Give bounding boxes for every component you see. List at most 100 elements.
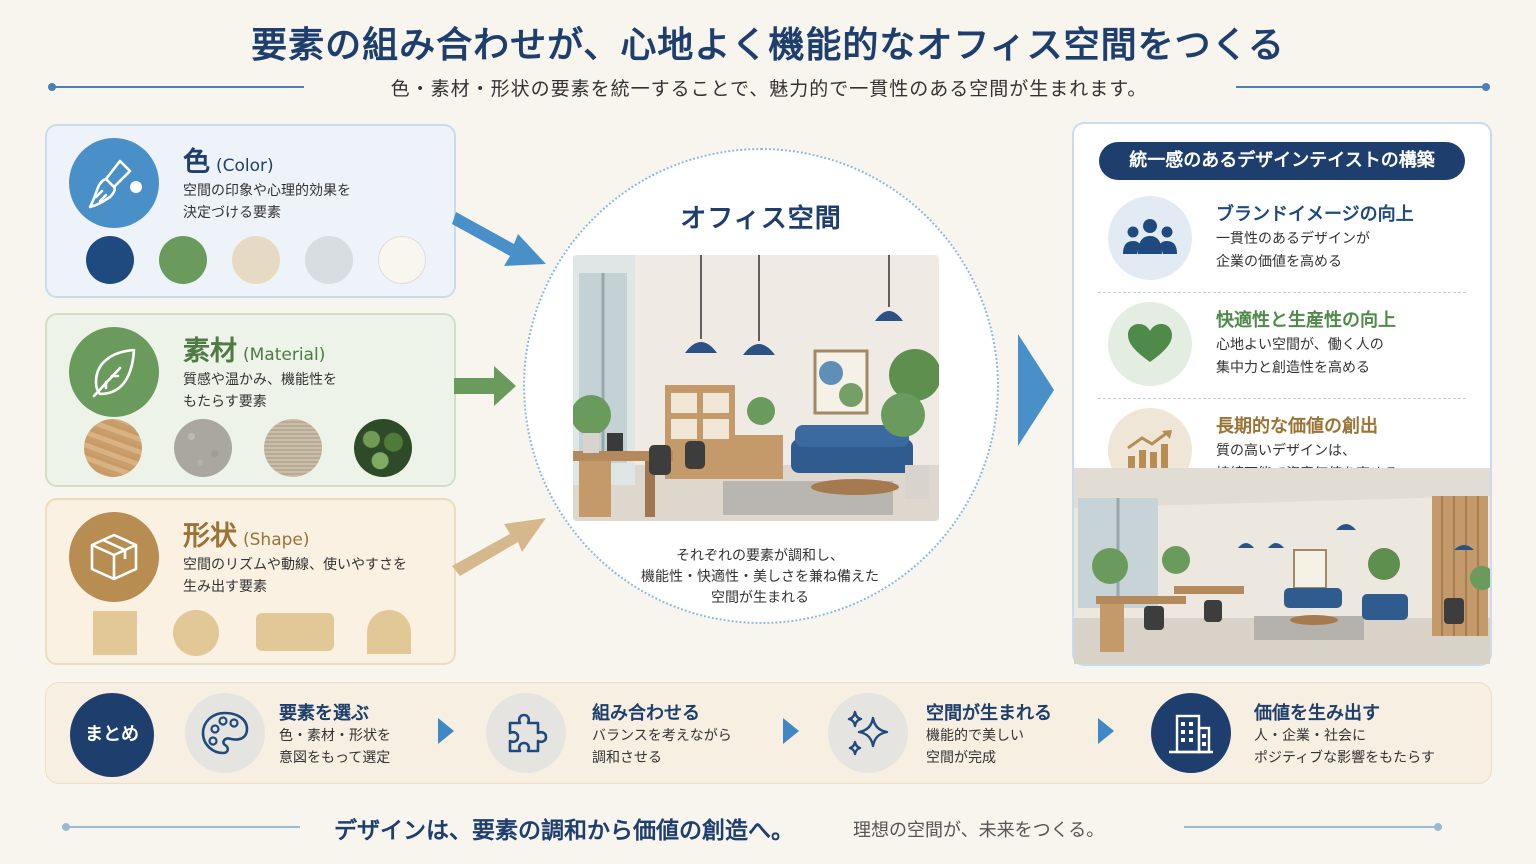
divider-dot [1434,823,1442,831]
element-description: 質感や温かみ、機能性を もたらす要素 [183,369,443,413]
benefit-separator [1098,292,1466,293]
sparkle-icon [828,693,908,773]
element-title: 形状 (Shape) [183,514,310,553]
footer-subtagline: 理想の空間が、未来をつくる。 [853,820,1105,841]
step-description: 人・企業・社会に ポジティブな影響をもたらす [1254,725,1435,769]
desc-line: 色・素材・形状を [279,728,391,744]
desc-line: 決定づける要素 [183,205,281,221]
element-title: 素材 (Material) [183,329,325,368]
page-title: 要素の組み合わせが、心地よく機能的なオフィス空間をつくる [251,25,1285,66]
people-icon [1108,196,1192,280]
color-swatch-white [378,236,426,284]
desc-line: 一貫性のあるデザインが [1216,231,1370,247]
material-swatch-plants [354,419,412,477]
divider-line [1236,86,1486,88]
desc-line: 機能的で美しい [926,728,1024,744]
step-arrow [783,718,799,744]
step-arrow [1098,718,1114,744]
step-description: 機能的で美しい 空間が完成 [926,725,1024,769]
divider-line [66,826,300,828]
desc-line: ポジティブな影響をもたらす [1254,750,1435,766]
element-title: 色 (Color) [183,140,274,179]
element-title-jp: 素材 [183,336,237,367]
element-card-color: 色 (Color) 空間の印象や心理的効果を 決定づける要素 [45,124,456,298]
color-swatch-green [159,236,207,284]
desc-line: 心地よい空間が、働く人の [1216,337,1384,353]
arrow-material-to-center [454,366,516,406]
desc-line: 人・企業・社会に [1254,728,1366,744]
summary-label: まとめ [70,693,154,777]
divider-line [1184,826,1436,828]
summary-bar [45,682,1492,784]
step-description: バランスを考えながら 調和させる [592,725,732,769]
puzzle-icon [486,693,566,773]
subtitle-row: 色・素材・形状の要素を統一することで、魅力的で一貫性のある空間が生まれます。 [48,72,1490,102]
element-title-en: (Color) [216,156,274,176]
heart-icon [1108,302,1192,386]
benefit-description: 一貫性のあるデザインが 企業の価値を高める [1216,228,1370,274]
arrow-shape-to-center [452,518,546,576]
element-title-jp: 形状 [183,521,237,552]
desc-line: 空間が完成 [926,750,996,766]
divider-dot [1482,83,1490,91]
divider-line [52,86,304,88]
box-icon [69,512,159,602]
chevron-right-icon [1018,334,1054,446]
color-swatch-beige [232,236,280,284]
desc-line: バランスを考えながら [592,728,732,744]
arrow-color-to-center [452,212,546,266]
step-arrow [438,718,454,744]
shape-swatch-circle [173,610,219,656]
desc-line: 意図をもって選定 [279,750,391,766]
element-title-en: (Material) [243,345,326,365]
material-swatch-fabric [264,419,322,477]
element-title-jp: 色 [183,147,210,178]
shape-swatch-arch [367,610,411,654]
desc-line: 集中力と創造性を高める [1216,360,1370,376]
leaf-icon [69,327,159,417]
desc-line: 機能性・快適性・美しさを兼ね備えた [641,569,879,585]
shape-swatch-rounded-rectangle [256,613,334,651]
step-title: 空間が生まれる [926,703,1052,724]
element-title-en: (Shape) [243,530,310,550]
benefit-comfort-productivity: 快適性と生産性の向上 心地よい空間が、働く人の 集中力と創造性を高める [1100,302,1466,398]
footer-divider [62,810,1442,844]
desc-line: 調和させる [592,750,662,766]
step-title: 要素を選ぶ [279,703,369,724]
element-card-material: 素材 (Material) 質感や温かみ、機能性を もたらす要素 [45,313,456,487]
element-description: 空間の印象や心理的効果を 決定づける要素 [183,180,443,224]
desc-line: それぞれの要素が調和し、 [676,548,844,564]
center-description: それぞれの要素が調和し、 機能性・快適性・美しさを兼ね備えた 空間が生まれる [600,546,920,609]
desc-line: 企業の価値を高める [1216,254,1342,270]
desc-line: 空間が生まれる [711,590,809,606]
center-title: オフィス空間 [680,204,842,234]
element-card-shape: 形状 (Shape) 空間のリズムや動線、使いやすさを 生み出す要素 [45,498,456,665]
desc-line: もたらす要素 [183,394,267,410]
step-title: 組み合わせる [592,703,700,724]
building-icon [1151,693,1231,773]
color-swatch-navy [86,236,134,284]
desc-line: 質感や温かみ、機能性を [183,372,337,388]
color-swatch-gray [305,236,353,284]
benefit-separator [1098,398,1466,399]
shape-swatch-square [93,611,137,655]
benefits-header: 統一感のあるデザインテイストの構築 [1099,142,1465,180]
desc-line: 生み出す要素 [183,579,267,595]
office-illustration-wide [1074,468,1490,664]
desc-line: 空間の印象や心理的効果を [183,183,351,199]
benefit-title: ブランドイメージの向上 [1216,204,1414,225]
benefit-description: 心地よい空間が、働く人の 集中力と創造性を高める [1216,334,1384,380]
benefit-title: 快適性と生産性の向上 [1216,310,1396,331]
palette-icon [185,693,265,773]
material-swatch-wood [84,419,142,477]
benefit-brand-image: ブランドイメージの向上 一貫性のあるデザインが 企業の価値を高める [1100,196,1466,292]
benefit-title: 長期的な価値の創出 [1216,416,1378,437]
office-illustration [573,255,939,521]
desc-line: 質の高いデザインは、 [1216,443,1356,459]
element-description: 空間のリズムや動線、使いやすさを 生み出す要素 [183,554,453,598]
page-subtitle: 色・素材・形状の要素を統一することで、魅力的で一貫性のある空間が生まれます。 [390,78,1148,100]
paintbrush-icon [69,138,159,228]
step-description: 色・素材・形状を 意図をもって選定 [279,725,391,769]
footer-tagline: デザインは、要素の調和から価値の創造へ。 [334,818,794,844]
desc-line: 空間のリズムや動線、使いやすさを [183,557,407,573]
